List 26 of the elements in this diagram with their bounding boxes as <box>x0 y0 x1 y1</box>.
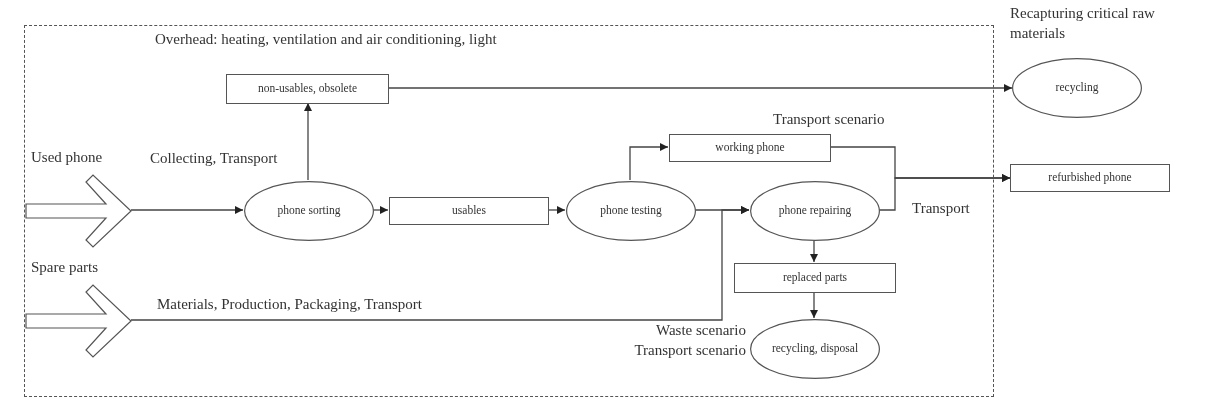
process-box <box>389 197 549 225</box>
annotation-text: Collecting, Transport <box>150 150 278 167</box>
node-label: recycling, disposal <box>771 342 859 356</box>
input-label: Used phone <box>31 149 103 166</box>
input-label: Spare parts <box>31 259 99 276</box>
node-label: non-usables, obsolete <box>258 82 357 96</box>
process-box <box>1010 164 1170 192</box>
annotation-text: Waste scenario <box>655 321 746 340</box>
system-boundary <box>24 25 994 397</box>
process-box <box>226 74 389 104</box>
process-box <box>734 263 896 293</box>
annotation-text: Transport scenario <box>773 111 885 128</box>
annotation-text: Transport <box>912 200 970 217</box>
node-label: replaced parts <box>782 271 848 285</box>
node-label: usables <box>452 204 486 218</box>
overhead-heading: Overhead: heating, ventilation and air conditioning, light <box>155 31 497 48</box>
node-label: phone repairing <box>778 204 852 218</box>
annotation-text: Recapturing critical raw materials <box>1010 4 1156 43</box>
node-label: recycling <box>1055 81 1099 95</box>
node-label: phone testing <box>600 204 662 218</box>
process-box <box>669 134 831 162</box>
edge-label: Materials, Production, Packaging, Transport <box>155 296 424 313</box>
annotation-text: Transport scenario <box>633 340 746 360</box>
node-label: phone sorting <box>277 204 341 218</box>
node-label: working phone <box>715 141 785 155</box>
node-label: refurbished phone <box>1048 171 1132 185</box>
